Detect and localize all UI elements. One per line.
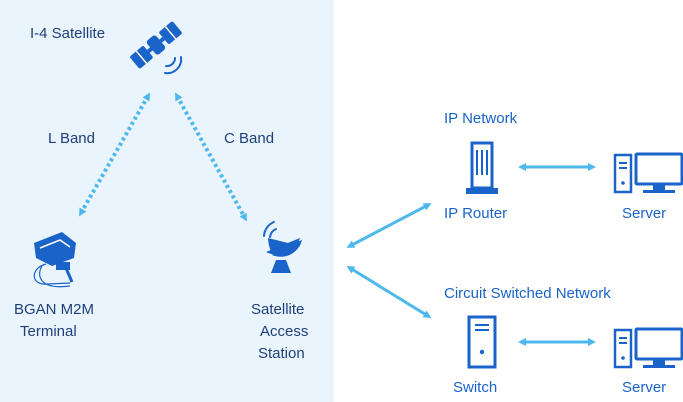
station-label-line3: Station bbox=[258, 345, 305, 362]
station-label-line2: Access bbox=[260, 323, 309, 340]
dish-antenna-icon bbox=[263, 221, 302, 273]
signal-waves-icon bbox=[164, 56, 183, 75]
ip-router-label: IP Router bbox=[444, 205, 508, 222]
satellite-icon bbox=[130, 21, 182, 69]
link-to-circuit-network bbox=[346, 265, 432, 319]
l-band-label: L Band bbox=[48, 130, 95, 147]
circuit-server-label: Server bbox=[622, 379, 667, 396]
circuit-network-title: Circuit Switched Network bbox=[444, 285, 611, 302]
router-icon bbox=[466, 141, 498, 194]
c-band-link bbox=[175, 92, 247, 222]
c-band-label: C Band bbox=[224, 130, 275, 147]
terminal-label-line2: Terminal bbox=[20, 323, 77, 340]
station-label-line1: Satellite bbox=[251, 301, 305, 318]
l-band-link bbox=[79, 92, 150, 217]
link-to-ip-network bbox=[346, 203, 432, 248]
terminal-icon bbox=[33, 232, 76, 288]
server-icon-ip bbox=[613, 152, 683, 194]
satellite-label: I-4 Satellite bbox=[30, 25, 106, 42]
server-icon-circuit bbox=[613, 327, 683, 369]
switch-label: Switch bbox=[453, 379, 498, 396]
ip-server-label: Server bbox=[622, 205, 667, 222]
ip-network-title: IP Network bbox=[444, 110, 518, 127]
terminal-label-line1: BGAN M2M bbox=[14, 301, 95, 318]
switch-icon bbox=[467, 315, 497, 369]
